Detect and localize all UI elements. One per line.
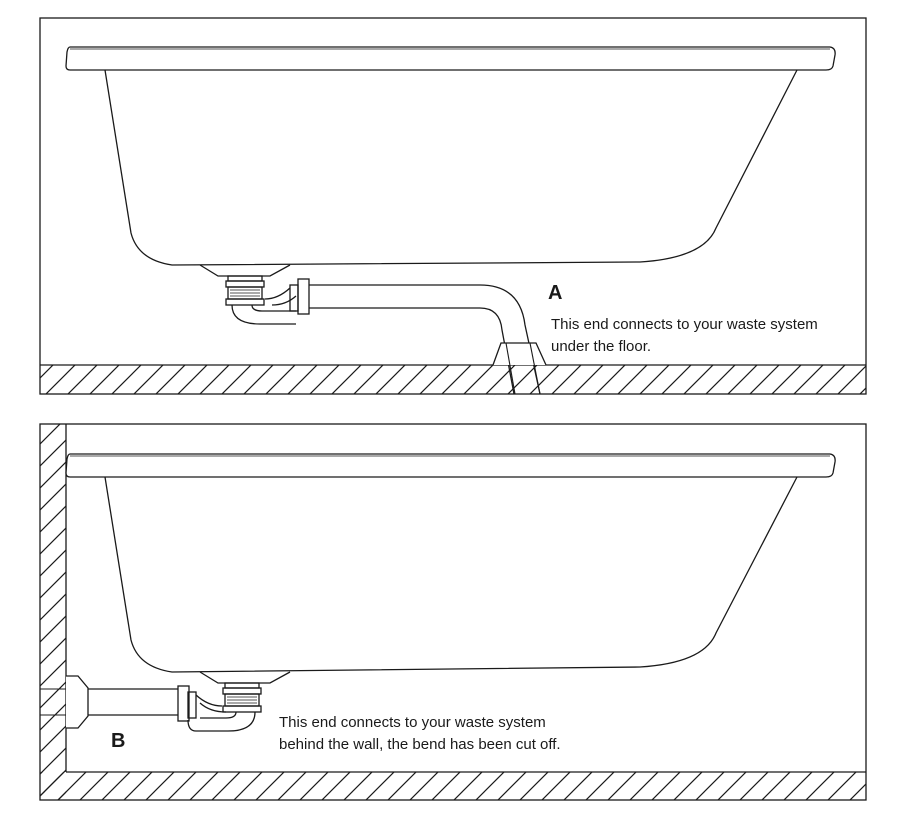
waste-lower-nut [225,298,265,306]
panel-a [39,17,867,395]
trap-inner [251,304,296,312]
waste-collar-b [222,687,262,695]
coupling-ring-b [187,691,197,719]
bath-rim [65,46,836,71]
coupling-nut [297,278,310,315]
trap-inner-b [200,711,237,719]
trap-arm-b [195,694,223,707]
floor-collar [492,342,547,366]
panel-a-caption-line1: This end connects to your waste system [551,316,818,333]
panel-b-label: B [111,730,125,752]
trap-arm-inner [271,295,297,306]
panel-a-frame [39,17,867,395]
bath-waste-outlet-b [199,671,291,684]
bath-body [104,69,798,266]
trap-outer-b [187,711,256,732]
bath-waste-outlet [199,264,291,277]
trap-outer [231,304,296,325]
waste-pipe-inner [309,307,515,395]
bath-rim-b [65,453,836,478]
floor-hatch [40,365,866,394]
wall-collar [66,675,89,729]
waste-nut-top-b [224,682,260,689]
trap-arm-inner-b [199,702,227,713]
waste-lower-nut-b [222,705,262,713]
panel-b [39,423,867,801]
panel-b-caption-line1: This end connects to your waste system [279,714,546,731]
waste-pipe-outer [309,284,541,395]
bath-body-b [104,476,798,673]
waste-nut-top [227,275,263,282]
floor-hatch-b [40,772,866,800]
panel-b-caption-line2: behind the wall, the bend has been cut o… [279,736,561,753]
coupling-nut-b [177,685,190,722]
panel-a-label: A [548,282,562,304]
trap-arm [264,287,291,300]
panel-a-caption-line2: under the floor. [551,338,651,355]
waste-collar [225,280,265,288]
wall-hatch [40,424,66,800]
